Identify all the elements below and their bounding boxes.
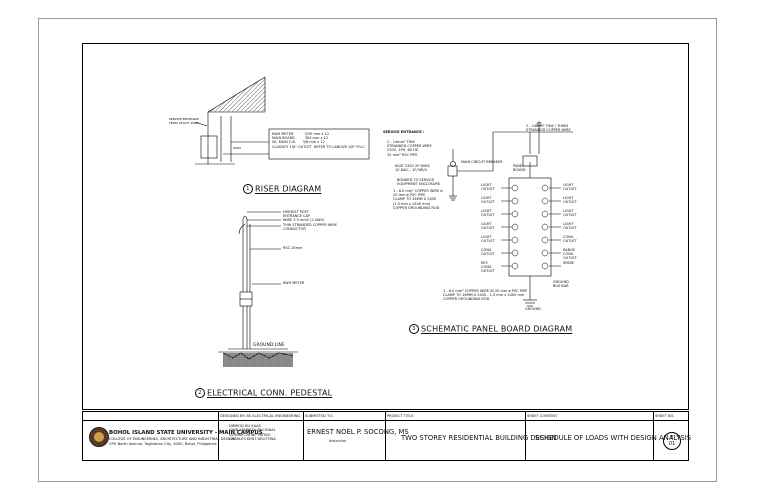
bottom-ground-note: 1 - 8.0 mm² COPPER WIRE IN 20 mm ø PVC P… [443, 289, 528, 302]
instructor-role: Instructor [329, 439, 347, 443]
outlet-label-left-4: LIGHT OUTLET [481, 222, 495, 231]
service-entrance-head: SERVICE ENTRANCE : [383, 130, 425, 134]
main-breaker-label: MAIN CIRCUIT BREAKER [461, 160, 503, 164]
col-divider-1 [218, 412, 219, 460]
sheet-content-head: SHEET CONTENT [527, 414, 558, 418]
outlet-label-left-7: REF. CONV. OUTLET [481, 261, 495, 274]
branch-breaker-left-3 [511, 210, 519, 218]
outlet-label-right-5: CONV. OUTLET [563, 235, 577, 244]
panel-label: PANEL BOARD [513, 164, 526, 173]
branch-breaker-left-2 [511, 197, 519, 205]
ground-bus-note: GROUND BUS BAR [553, 280, 569, 289]
branch-breaker-left-4 [511, 223, 519, 231]
col-divider-4 [525, 412, 526, 460]
riser-diagram [194, 76, 370, 165]
pedestal-pipe-note: RSC 25mm [283, 246, 303, 250]
branch-breaker-right-4 [541, 223, 549, 231]
outlet-label-right-4: LIGHT OUTLET [563, 222, 577, 231]
ground-line-label: GROUND LINE [253, 343, 285, 348]
outlet-label-right-6: RANGE CONV. OUTLET [563, 248, 577, 261]
ground-note: 1 - 8.0 mm² COPPER WIRE in 20 mm ø PVC P… [393, 189, 444, 210]
outlet-label-left-2: LIGHT OUTLET [481, 196, 495, 205]
title-block: DESIGNED BY: BS ELECTRICAL ENGINEERING S… [82, 411, 692, 461]
instructor-name: ERNEST NOEL P. SOCONG, MS [307, 428, 409, 436]
ground-label: GROUND [525, 307, 541, 311]
riser-label-left2: FROM UTILITY POLE [169, 121, 199, 125]
pedestal-diagram [218, 211, 298, 367]
branch-breaker-left-7 [511, 262, 519, 270]
university-seal [89, 427, 109, 447]
university-address: CPG North Avenue, Tagbilaran City, 6300,… [109, 442, 217, 446]
riser-table: KWH METER 3/30 mm x 12 MAIN BOARD 300 mm… [272, 132, 366, 149]
col-divider-3 [385, 412, 386, 460]
panel-title: SCHEMATIC PANEL BOARD DIAGRAM [421, 324, 573, 334]
panel-breakers [501, 184, 561, 270]
col-divider-5 [653, 412, 654, 460]
sheet-no-head: SHEET NO. [655, 414, 675, 418]
sheet-number: E 01 [663, 432, 681, 450]
drawing-sheet [38, 18, 717, 482]
branch-breaker-left-5 [511, 236, 519, 244]
project-title: TWO STOREY RESIDENTIAL BUILDING DESIGN [401, 434, 557, 442]
col-divider-2 [303, 412, 304, 460]
pedestal-callout: 2 [195, 388, 205, 398]
drawing-frame: SERVICE ENTRANCE FROM UTILITY POLE [82, 43, 689, 410]
bonded-note: BONDED TO SERVICE EQUIPMENT ENCLOSURE [397, 178, 441, 187]
project-title-head: PROJECT TITLE: [387, 414, 415, 418]
submitted-to-head: SUBMITTED TO: [305, 414, 334, 418]
outlet-label-right-1: LIGHT OUTLET [563, 183, 577, 192]
pedestal-top-notes: HIGHEST POST ENTRANCE CAP WIRE 3.5 mm2 (… [283, 210, 338, 231]
service-entrance-text: 2 - 14mm² THW STRANDED COPPER WIRE 230V,… [387, 140, 432, 157]
sheet-number-text: E 01 [668, 434, 676, 447]
drawing-svg: SERVICE ENTRANCE FROM UTILITY POLE [169, 76, 573, 367]
outlet-label-right-7: SPARE [563, 261, 575, 265]
pedestal-meter-note: KWH METER [283, 281, 305, 285]
designed-by-head: DESIGNED BY: BS ELECTRICAL ENGINEERING [220, 414, 301, 418]
branch-breaker-right-6 [541, 249, 549, 257]
designers-list: NIMROD BU EAAS JOHN KENNETH PACIONAL DOM… [229, 424, 276, 442]
branch-breaker-left-6 [511, 249, 519, 257]
branch-breaker-right-1 [541, 184, 549, 192]
breaker-note: 60AT 230V 2P 60HZ 10 KAIC - 1F/3W/A [395, 164, 430, 173]
outlet-label-left-5: LIGHT OUTLET [481, 235, 495, 244]
pedestal-title: ELECTRICAL CONN. PEDESTAL [207, 388, 333, 398]
branch-breaker-right-5 [541, 236, 549, 244]
outlet-label-left-6: CONV. OUTLET [481, 248, 495, 257]
riser-callout: 1 [243, 184, 253, 194]
riser-label-left: SERVICE ENTRANCE [169, 117, 199, 121]
branch-breaker-right-3 [541, 210, 549, 218]
branch-breaker-right-7 [541, 262, 549, 270]
branch-breaker-left-1 [511, 184, 519, 192]
top-wire-note: 2 - 14mm² THW / THWN STRANDED COPPER WIR… [526, 124, 571, 133]
outlet-label-right-3: LIGHT OUTLET [563, 209, 577, 218]
university-name: BOHOL ISLAND STATE UNIVERSITY - MAIN CAM… [109, 430, 263, 436]
branch-breaker-right-2 [541, 197, 549, 205]
outlet-label-left-3: LIGHT OUTLET [481, 209, 495, 218]
panel-callout: 3 [409, 324, 419, 334]
outlet-label-right-2: LIGHT OUTLET [563, 196, 577, 205]
riser-title: RISER DIAGRAM [255, 184, 322, 194]
college-name: COLLEGE OF ENGINEERING, ARCHITECTURE AND… [109, 437, 235, 441]
sheet-content: SCHEDULE OF LOADS WITH DESIGN ANALYSIS [535, 434, 692, 442]
outlet-label-left-1: LIGHT OUTLET [481, 183, 495, 192]
